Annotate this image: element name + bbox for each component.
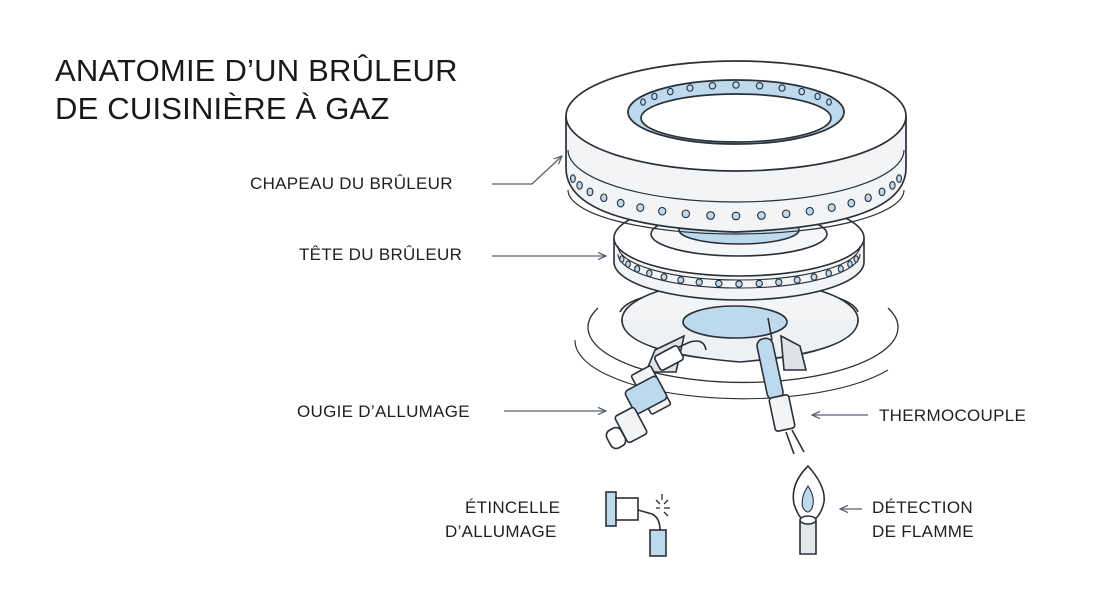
gas-port xyxy=(681,209,691,219)
gas-port xyxy=(646,269,653,278)
gas-port xyxy=(616,198,625,208)
gas-port xyxy=(731,211,741,221)
gas-port xyxy=(847,198,856,208)
gas-port xyxy=(810,273,818,281)
burner-cap-inner-ports xyxy=(640,81,832,106)
gas-port xyxy=(757,211,766,220)
gas-port xyxy=(775,278,783,286)
gas-port xyxy=(660,273,668,281)
gas-port xyxy=(889,181,896,190)
gas-port xyxy=(853,255,859,263)
gas-port xyxy=(600,193,608,203)
gas-port xyxy=(636,203,645,212)
label-burner-cap: CHAPEAU DU BRÛLEUR xyxy=(250,174,453,193)
label-spark-line-2: D’ALLUMAGE xyxy=(445,522,557,541)
label-burner-head: TÊTE DU BRÛLEUR xyxy=(299,245,463,264)
gas-port xyxy=(781,209,791,219)
gas-port xyxy=(625,260,631,268)
label-spark-line-1: ÉTINCELLE xyxy=(465,498,561,517)
gas-port xyxy=(677,276,685,284)
title-line-2: DE CUISINIÈRE À GAZ xyxy=(55,91,390,126)
gas-port xyxy=(735,280,743,288)
gas-port xyxy=(619,255,625,263)
gas-port xyxy=(658,206,667,216)
gas-port xyxy=(814,92,821,101)
gas-port xyxy=(666,87,674,96)
gas-port xyxy=(715,279,723,288)
page-title: ANATOMIE D’UN BRÛLEUR DE CUISINIÈRE À GA… xyxy=(55,52,458,128)
gas-port xyxy=(847,260,853,268)
gas-port xyxy=(798,87,806,96)
gas-port xyxy=(576,181,583,190)
gas-port xyxy=(896,174,903,183)
gas-port xyxy=(651,92,658,101)
leader-lines xyxy=(492,156,868,509)
gas-port xyxy=(569,174,576,183)
gas-port xyxy=(825,269,832,278)
gas-port xyxy=(793,276,801,284)
burner-cap-illustration xyxy=(565,60,907,235)
label-flame-line-1: DÉTECTION xyxy=(872,498,973,517)
gas-port xyxy=(755,82,764,90)
spark-icon xyxy=(605,491,670,557)
burner-cap-ports xyxy=(569,174,903,221)
gas-port xyxy=(640,98,646,106)
gas-port xyxy=(586,187,594,197)
label-spark-plug: OUGIE D’ALLUMAGE xyxy=(297,402,470,421)
gas-port xyxy=(732,81,740,89)
gas-port xyxy=(695,278,703,286)
spark-plug-illustration xyxy=(605,340,707,450)
label-flame-line-2: DE FLAMME xyxy=(872,522,974,541)
gas-port xyxy=(706,211,715,220)
gas-port xyxy=(878,187,886,197)
gas-port xyxy=(686,84,694,92)
gas-port xyxy=(805,206,814,216)
gas-port xyxy=(827,203,836,212)
gas-port xyxy=(864,193,872,203)
leader-burner-cap xyxy=(492,156,562,185)
gas-port xyxy=(837,265,844,273)
flame-icon xyxy=(792,464,825,555)
label-thermocouple: THERMOCOUPLE xyxy=(879,406,1027,425)
gas-port xyxy=(708,82,717,90)
gas-port xyxy=(778,84,786,92)
gas-port xyxy=(755,279,763,288)
gas-port xyxy=(634,265,641,273)
thermocouple-illustration xyxy=(756,317,805,455)
gas-port xyxy=(826,98,832,106)
title-line-1: ANATOMIE D’UN BRÛLEUR xyxy=(55,53,458,88)
burner-head-ports xyxy=(619,255,859,288)
